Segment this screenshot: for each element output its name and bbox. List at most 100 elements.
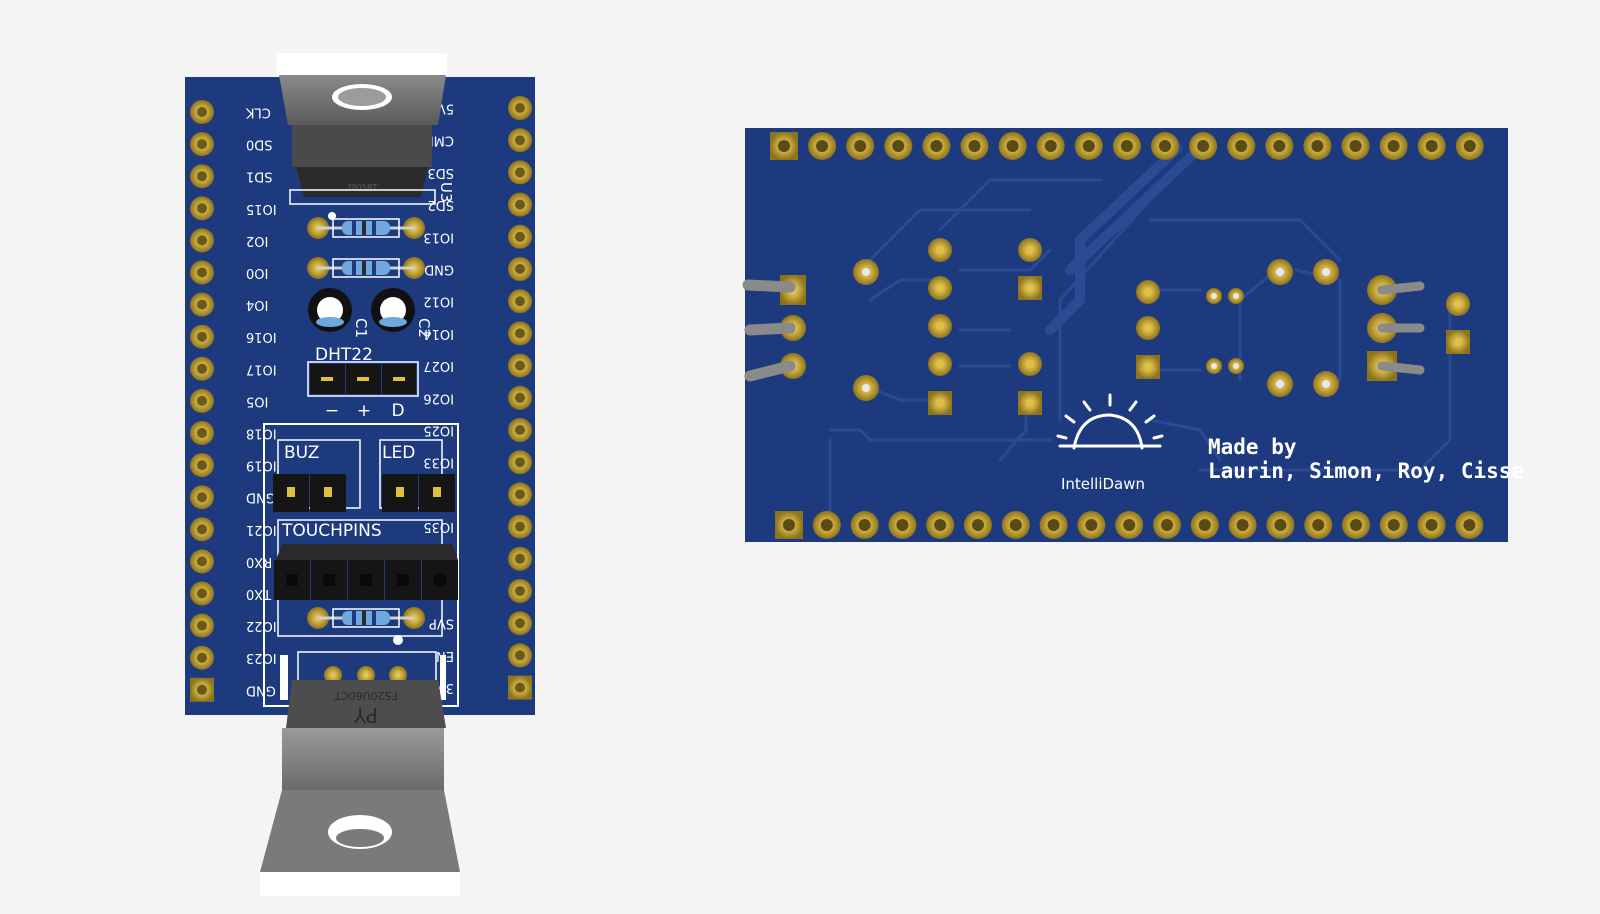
pin-pad — [190, 260, 214, 285]
pin-label: RX0 — [246, 554, 272, 569]
voltage-regulator-u3: 7805BT U3 — [277, 53, 455, 205]
left-pin-header: CLKSD0SD1IO15IO2IO0IO4IO16IO17IO5IO18IO1… — [190, 100, 277, 702]
pin-pad — [190, 549, 214, 574]
pin-pad — [190, 677, 214, 702]
header-pad — [1342, 511, 1370, 539]
side-wire-leads — [742, 275, 806, 382]
credit-line2: Laurin, Simon, Roy, Cisse — [1208, 459, 1524, 483]
regulator-marking: 7805BT — [347, 183, 378, 192]
pin-label: SD0 — [246, 137, 273, 152]
header-pad — [960, 132, 989, 160]
cap2-label: C2 — [415, 318, 433, 338]
header-pad — [1304, 511, 1333, 539]
capacitor-c2: C2 — [371, 288, 433, 338]
header-pad — [1153, 511, 1181, 539]
logo-text: IntelliDawn — [1061, 475, 1145, 493]
pin-label: IO22 — [246, 618, 277, 633]
header-pad — [1227, 132, 1256, 160]
header-pad — [1001, 511, 1030, 539]
header-pad — [1379, 511, 1408, 539]
resistor-top-1 — [307, 212, 425, 239]
pin-label: IO17 — [246, 361, 277, 376]
header-pad — [808, 132, 837, 160]
header-pad — [850, 511, 879, 539]
pin-label: IO14 — [423, 326, 454, 341]
header-pad — [998, 132, 1027, 160]
pin-label: IO33 — [423, 455, 454, 470]
pin-pad — [190, 292, 214, 317]
pin-pad — [508, 546, 532, 571]
pin-pad — [508, 675, 532, 700]
back-board: IntelliDawn Made by Laurin, Simon, Roy, … — [742, 128, 1524, 542]
header-pad — [1189, 132, 1218, 160]
buz-label: BUZ — [284, 443, 319, 463]
pin-label: IO18 — [246, 426, 277, 441]
pin-label: IO19 — [246, 458, 277, 473]
pin-pad — [508, 160, 532, 185]
pin-label: GND — [246, 490, 276, 505]
pin-label: IO25 — [423, 423, 454, 438]
pin-pad — [508, 579, 532, 603]
dht-pin-data: D — [391, 401, 404, 421]
pcb-traces — [828, 143, 1452, 522]
pin-pad — [508, 257, 532, 281]
front-board: CLKSD0SD1IO15IO2IO0IO4IO16IO17IO5IO18IO1… — [185, 53, 535, 896]
pin-label: IO21 — [246, 522, 277, 537]
dht-pin-minus: − — [325, 401, 339, 421]
header-pad — [964, 511, 992, 539]
pin-pad — [190, 356, 214, 381]
pin-pad — [508, 192, 532, 217]
header-pad — [846, 132, 875, 160]
pin-label: IO5 — [246, 393, 268, 408]
header-pad — [1266, 511, 1295, 539]
pin-pad — [508, 482, 532, 507]
touch-label: TOUCHPINS — [281, 521, 382, 541]
dht22-header: DHT22 − + D — [307, 345, 419, 421]
header-pad — [1417, 132, 1446, 160]
header-pad — [1341, 132, 1370, 160]
header-pad — [812, 511, 841, 539]
pin-pad — [190, 196, 214, 221]
pin-label: IO23 — [246, 650, 277, 665]
header-pad — [1039, 511, 1068, 539]
pin-pad — [508, 643, 532, 668]
header-pad — [1151, 132, 1179, 160]
pin-label: GND — [246, 682, 276, 697]
pin-label: IO35 — [423, 519, 454, 534]
header-pad — [1077, 511, 1106, 539]
chip-marking-1: PY — [353, 703, 378, 727]
header-pad — [1417, 511, 1446, 539]
regulator-label: U3 — [437, 182, 455, 203]
header-pad — [1190, 511, 1219, 539]
pin-pad — [508, 450, 532, 475]
pin-pad — [190, 645, 214, 670]
pin-label: IO2 — [246, 233, 268, 248]
pin-pad — [190, 517, 214, 542]
pin-pad — [190, 613, 214, 638]
pin-pad — [190, 453, 214, 478]
header-pad — [775, 511, 803, 539]
pin-pad — [508, 128, 532, 153]
pin-pad — [190, 581, 214, 606]
pin-pad — [508, 96, 532, 120]
connector-section: BUZ LED TOUCHPINS — [263, 423, 459, 707]
intellidawn-logo — [1056, 393, 1164, 450]
pin-label: IO12 — [423, 294, 454, 309]
pin-label: TX0 — [246, 586, 272, 601]
pin-pad — [508, 289, 532, 314]
pin-pad — [508, 385, 532, 410]
pin-label: SD3 — [427, 165, 454, 180]
pin-pad — [190, 324, 214, 349]
header-pad — [1455, 511, 1484, 539]
header-pad — [1112, 132, 1141, 160]
touchpins-header — [274, 560, 458, 600]
pin-label: IO26 — [423, 390, 454, 405]
pin-label: SD1 — [246, 169, 273, 184]
pin-pad — [508, 418, 532, 442]
pin-pad — [190, 164, 214, 189]
header-pad — [1265, 132, 1294, 160]
power-diode-package: PY FS20U60CT — [260, 680, 460, 896]
pin-label: IO27 — [423, 358, 454, 373]
header-pad — [1379, 132, 1408, 160]
